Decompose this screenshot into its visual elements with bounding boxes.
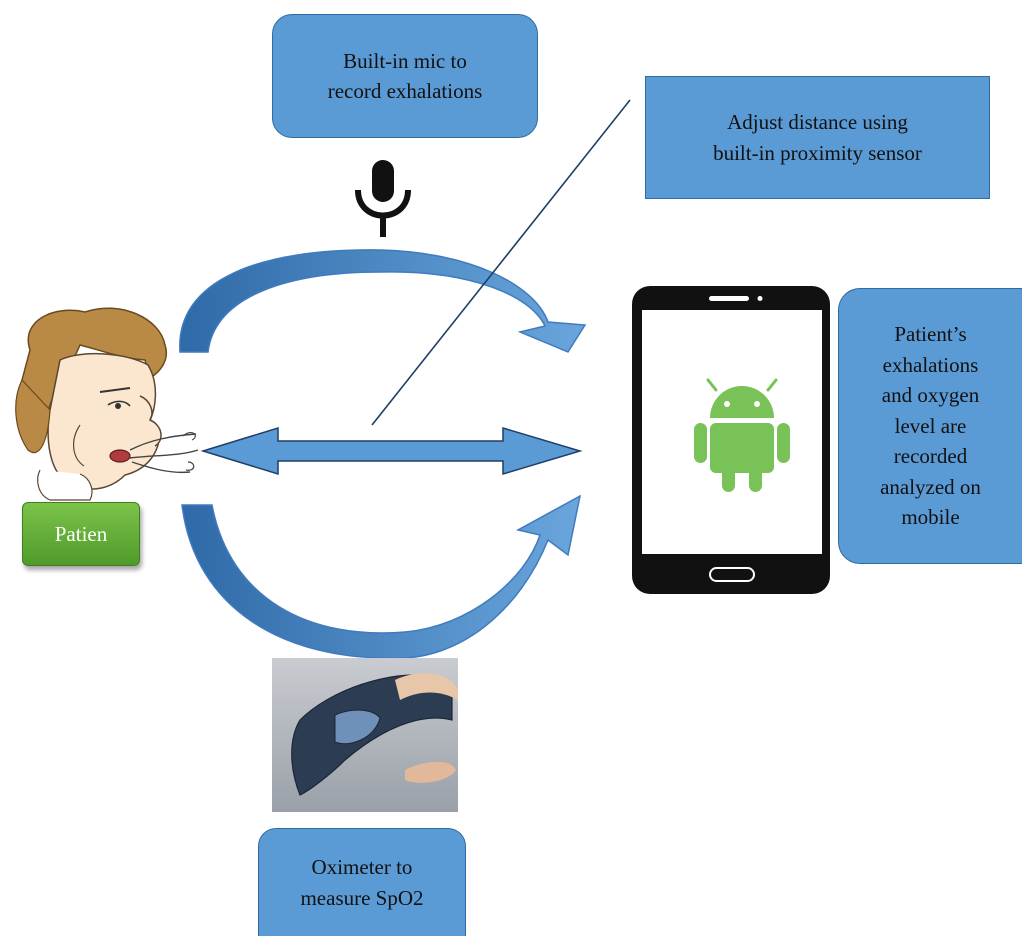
mobile-box-line-4: level are [894,413,967,438]
mobile-box-line-2: exhalations [882,352,979,377]
mic-box-line-1: Built-in mic to [343,48,467,73]
microphone-icon [355,160,411,237]
oximeter-description-box: Oximeter to measure SpO2 [258,828,466,936]
connector-line [371,99,631,426]
patient-label: Patien [22,502,140,566]
top-curved-arrow [179,249,587,353]
proximity-box-line-1: Adjust distance using [727,110,908,135]
mobile-box-line-7: mobile [901,505,960,530]
mobile-box-line-3: and oxygen [881,383,980,408]
proximity-description-box: Adjust distance using built-in proximity… [645,76,990,199]
pulse-oximeter-photo [272,658,458,812]
proximity-box-line-2: built-in proximity sensor [713,140,922,165]
mobile-box-line-6: analyzed on [880,474,981,499]
mic-box-line-2: record exhalations [327,79,483,103]
oximeter-box-line-2: measure SpO2 [300,885,424,910]
double-arrow [200,426,583,476]
mobile-box-line-5: recorded [893,444,968,469]
mobile-box-line-1: Patient’s [894,322,967,347]
mic-description-box: Built-in mic to record exhalations [272,14,538,138]
mobile-analysis-box: Patient’s exhalations and oxygen level a… [838,288,1022,564]
bottom-curved-arrow [181,494,582,659]
oximeter-box-line-1: Oximeter to [311,855,413,880]
patient-blowing-illustration [15,307,199,501]
android-robot-icon [694,378,790,492]
